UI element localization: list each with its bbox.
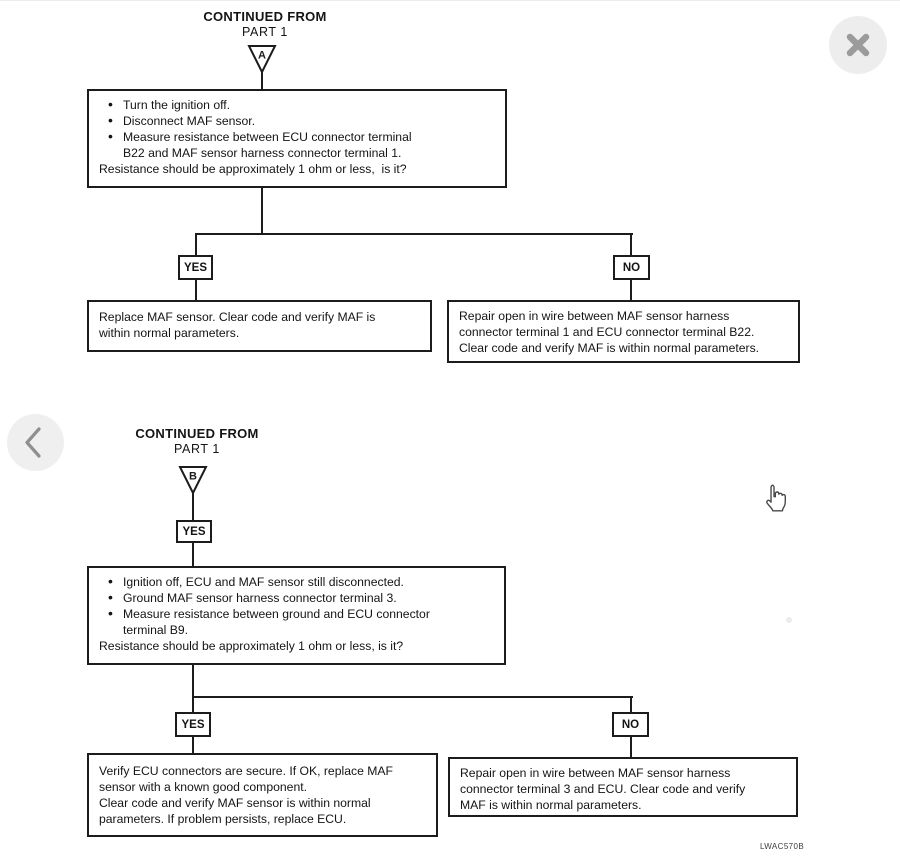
no-label-box-1: NO (613, 255, 650, 280)
header-line1: CONTINUED FROM (203, 9, 327, 24)
continued-from-header-1: CONTINUED FROM PART 1 (180, 9, 350, 40)
connector-line (630, 698, 632, 712)
step-item: Measure resistance between ECU connector… (99, 128, 497, 161)
top-divider (0, 0, 900, 1)
connector-letter: B (189, 471, 197, 483)
result-box-no-2: Repair open in wire between MAF sensor h… (448, 757, 798, 817)
header-line1: CONTINUED FROM (135, 426, 259, 441)
connector-triangle-a: A (247, 45, 277, 74)
step-list: Turn the ignition off. Disconnect MAF se… (99, 96, 497, 161)
chevron-left-icon (25, 427, 41, 458)
previous-page-button[interactable] (7, 414, 64, 471)
connector-line (261, 188, 263, 233)
connector-line (192, 543, 194, 566)
step-item: Ignition off, ECU and MAF sensor still d… (99, 573, 496, 590)
yes-label-box-1: YES (178, 255, 213, 280)
result-box-no-1: Repair open in wire between MAF sensor h… (447, 300, 800, 363)
result-box-yes-2: Verify ECU connectors are secure. If OK,… (87, 753, 438, 837)
hand-pointer-cursor-icon (766, 484, 786, 512)
connector-line (192, 665, 194, 698)
connector-triangle-b: B (178, 466, 208, 495)
no-label-box-2: NO (612, 712, 649, 737)
step-item: Turn the ignition off. (99, 96, 497, 113)
header-line2: PART 1 (242, 25, 288, 39)
step-list: Ignition off, ECU and MAF sensor still d… (99, 573, 496, 638)
connector-line (192, 491, 194, 520)
step-item: Disconnect MAF sensor. (99, 112, 497, 129)
step-box-2: Ignition off, ECU and MAF sensor still d… (87, 566, 506, 665)
step-item: Ground MAF sensor harness connector term… (99, 589, 496, 606)
step-item: Measure resistance between ground and EC… (99, 605, 496, 638)
step-question: Resistance should be approximately 1 ohm… (99, 639, 404, 653)
yes-label-box-2: YES (175, 712, 211, 737)
connector-line (630, 280, 632, 300)
scan-artifact (786, 617, 792, 623)
step-box-1: Turn the ignition off. Disconnect MAF se… (87, 89, 507, 188)
figure-code: LWAC570B (760, 842, 805, 851)
connector-line (630, 233, 632, 255)
step-question: Resistance should be approximately 1 ohm… (99, 162, 407, 176)
connector-line (192, 737, 194, 753)
connector-line (195, 280, 197, 300)
connector-line (261, 70, 263, 89)
connector-line (195, 233, 633, 235)
result-box-yes-1: Replace MAF sensor. Clear code and verif… (87, 300, 432, 352)
continued-from-header-2: CONTINUED FROM PART 1 (112, 426, 282, 457)
entry-yes-box-2: YES (176, 520, 212, 543)
connector-letter: A (258, 50, 266, 62)
close-icon (846, 33, 870, 57)
header-line2: PART 1 (174, 442, 220, 456)
connector-line (630, 737, 632, 757)
connector-line (192, 698, 194, 712)
connector-line (195, 233, 197, 255)
connector-line (192, 696, 633, 698)
close-button[interactable] (829, 16, 887, 74)
